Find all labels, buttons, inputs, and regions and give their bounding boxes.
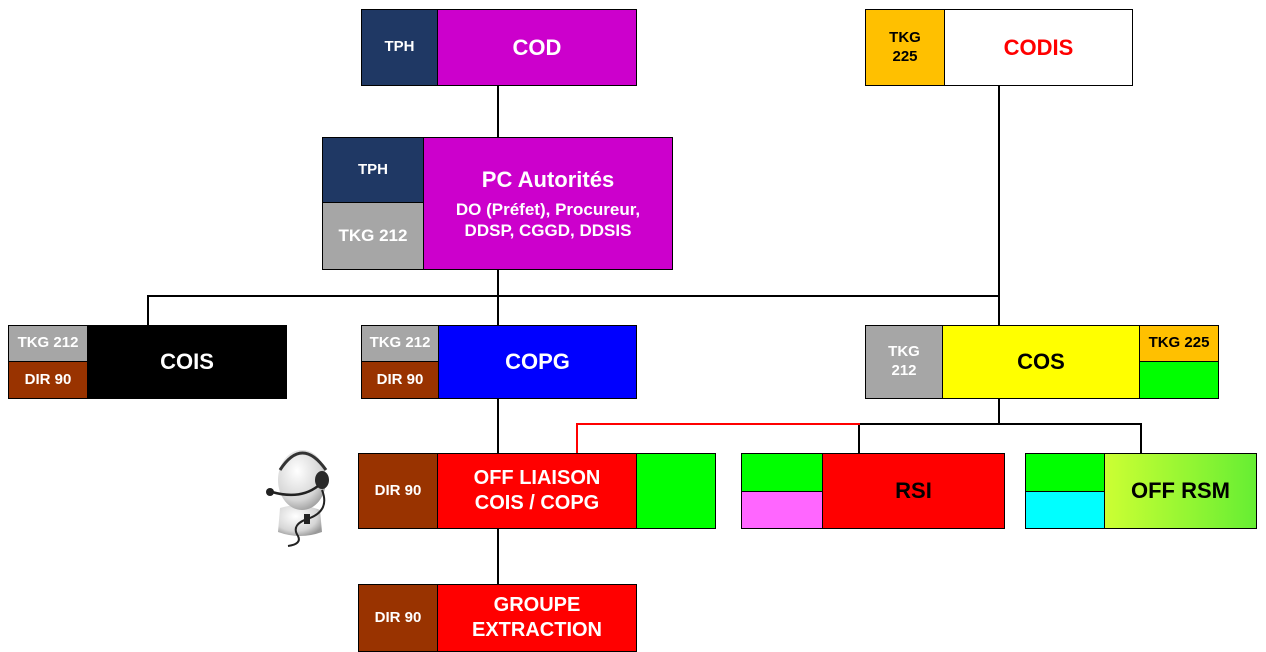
cos-tag-tkg225-label: TKG 225 <box>1148 334 1210 352</box>
pc-tag-tkg212: TKG 212 <box>322 202 424 270</box>
pc-line1: DO (Préfet), Procureur, <box>455 200 641 219</box>
off-liaison-line2: COIS / COPG <box>474 492 600 514</box>
rsi-label: RSI <box>895 478 932 504</box>
line-cos-horizontal <box>858 423 1142 425</box>
rsi-tag-green <box>741 453 823 492</box>
line-horizontal-main <box>147 295 1000 297</box>
line-to-cois <box>147 295 149 326</box>
cois-tag-dir90: DIR 90 <box>8 361 88 399</box>
cod-tag-tph: TPH <box>361 9 438 86</box>
groupe-extraction-box: GROUPE EXTRACTION <box>437 584 637 652</box>
cois-tag-dir90-label: DIR 90 <box>24 370 72 388</box>
codis-tag-line1: TKG <box>889 28 921 46</box>
cois-tag-tkg212-label: TKG 212 <box>17 334 79 352</box>
pc-autorites-box: PC Autorités DO (Préfet), Procureur, DDS… <box>423 137 673 270</box>
line-pc-copg <box>497 269 499 326</box>
pc-tag-tkg212-label: TKG 212 <box>338 226 408 246</box>
copg-tag-tkg212-label: TKG 212 <box>369 334 431 352</box>
line-to-rsi <box>858 423 860 453</box>
pc-line2: DDSP, CGGD, DDSIS <box>464 221 632 241</box>
pc-title: PC Autorités <box>481 166 615 192</box>
cos-box: COS <box>942 325 1140 399</box>
cois-box: COIS <box>87 325 287 399</box>
cod-label: COD <box>512 34 562 60</box>
off-liaison-tag-label: DIR 90 <box>374 481 422 499</box>
groupe-line2: EXTRACTION <box>472 619 602 641</box>
line-copg-offliaison <box>497 398 499 453</box>
pc-tag-tph: TPH <box>322 137 424 203</box>
codis-tag-line2: 225 <box>892 47 918 65</box>
cos-tag-line2: 212 <box>891 362 917 379</box>
offrsm-label: OFF RSM <box>1131 478 1230 504</box>
line-cod-pc <box>497 86 499 137</box>
cois-tag-tkg212: TKG 212 <box>8 325 88 362</box>
line-to-offrsm <box>1140 423 1142 453</box>
groupe-tag-dir90: DIR 90 <box>358 584 438 652</box>
codis-tag-tkg225: TKG 225 <box>865 9 945 86</box>
line-red-down <box>576 423 578 453</box>
headset-icon <box>250 440 350 550</box>
cois-label: COIS <box>160 349 214 375</box>
copg-tag-tkg212: TKG 212 <box>361 325 439 362</box>
copg-tag-dir90-label: DIR 90 <box>376 370 424 388</box>
cod-box: COD <box>437 9 637 86</box>
codis-label: CODIS <box>1003 34 1074 60</box>
line-offliaison-groupe <box>497 529 499 584</box>
groupe-tag-label: DIR 90 <box>374 608 422 626</box>
line-codis-down <box>998 86 1000 326</box>
cos-label: COS <box>1017 349 1065 375</box>
copg-label: COPG <box>505 349 570 375</box>
cos-tag-green <box>1139 361 1219 399</box>
copg-tag-dir90: DIR 90 <box>361 361 439 399</box>
headset-mannequin-image <box>250 440 350 550</box>
off-liaison-green <box>636 453 716 529</box>
rsi-tag-pink <box>741 491 823 529</box>
offrsm-tag-cyan <box>1025 491 1105 529</box>
cod-tag-label: TPH <box>384 38 415 56</box>
line-red-horizontal <box>576 423 860 425</box>
line-cos-down <box>998 398 1000 424</box>
offrsm-box: OFF RSM <box>1104 453 1257 529</box>
copg-box: COPG <box>438 325 637 399</box>
rsi-box: RSI <box>822 453 1005 529</box>
cos-tag-tkg212: TKG 212 <box>865 325 943 399</box>
off-liaison-box: OFF LIAISON COIS / COPG <box>437 453 637 529</box>
cos-tag-line1: TKG <box>888 343 920 361</box>
groupe-line1: GROUPE <box>493 594 581 616</box>
off-liaison-line1: OFF LIAISON <box>473 467 601 489</box>
cos-tag-tkg225: TKG 225 <box>1139 325 1219 362</box>
pc-tag-tph-label: TPH <box>358 160 388 178</box>
codis-box: CODIS <box>944 9 1133 86</box>
offrsm-tag-green <box>1025 453 1105 492</box>
off-liaison-tag-dir90: DIR 90 <box>358 453 438 529</box>
